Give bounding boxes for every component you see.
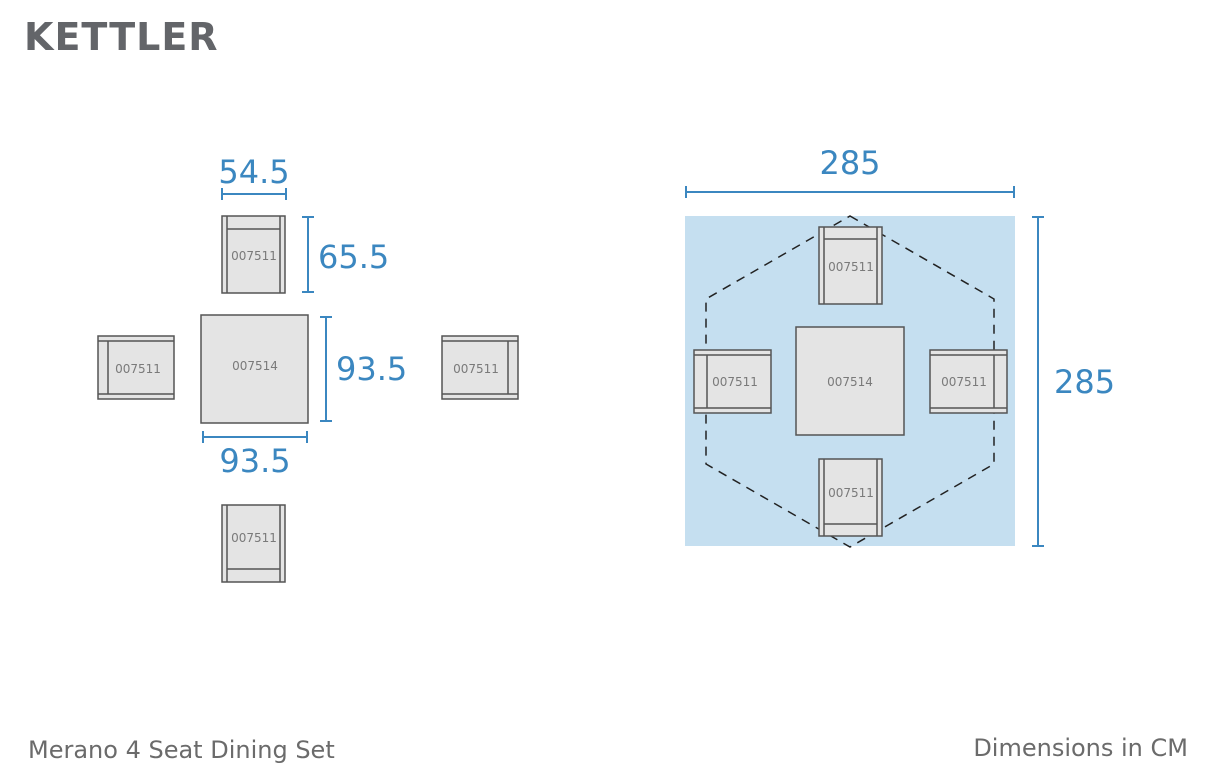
table: 007514 xyxy=(795,326,905,436)
dimension-table-width xyxy=(202,431,308,443)
clearance-outline xyxy=(705,215,995,548)
dimension-chair-depth xyxy=(302,216,314,293)
footprint-width-label: 285 xyxy=(819,144,880,182)
chair-code-label: 007511 xyxy=(828,260,874,274)
right-plan: 285 007514 007511 007511 xyxy=(685,144,1115,548)
table-code-label: 007514 xyxy=(827,375,873,389)
left-plan: 54.5 007511 65.5 007511 007514 xyxy=(97,153,519,583)
chair-width-label: 54.5 xyxy=(218,153,289,191)
chair-code-label: 007511 xyxy=(231,249,277,263)
chair-top: 007511 xyxy=(221,215,286,294)
dimension-footprint-width xyxy=(685,186,1015,198)
kettler-logo: KETTLER xyxy=(24,15,219,59)
chair-depth-label: 65.5 xyxy=(318,238,389,276)
product-name: Merano 4 Seat Dining Set xyxy=(28,736,335,764)
units-note: Dimensions in CM xyxy=(973,734,1188,762)
chair-left: 007511 xyxy=(693,349,772,414)
chair-bottom: 007511 xyxy=(221,504,286,583)
chair-left: 007511 xyxy=(97,335,175,400)
chair-code-label: 007511 xyxy=(115,362,161,376)
chair-code-label: 007511 xyxy=(712,375,758,389)
chair-code-label: 007511 xyxy=(453,362,499,376)
table: 007514 xyxy=(200,314,309,424)
table-width-label: 93.5 xyxy=(219,442,290,480)
dimension-footprint-depth xyxy=(1032,216,1044,547)
dimension-chair-width xyxy=(221,188,287,200)
chair-top: 007511 xyxy=(818,226,883,305)
table-depth-label: 93.5 xyxy=(336,350,407,388)
chair-right: 007511 xyxy=(441,335,519,400)
chair-right: 007511 xyxy=(929,349,1008,414)
chair-code-label: 007511 xyxy=(941,375,987,389)
chair-code-label: 007511 xyxy=(231,531,277,545)
table-code-label: 007514 xyxy=(232,359,278,373)
dimension-table-depth xyxy=(320,316,332,422)
chair-code-label: 007511 xyxy=(828,486,874,500)
chair-bottom: 007511 xyxy=(818,458,883,537)
footprint-depth-label: 285 xyxy=(1054,363,1115,401)
